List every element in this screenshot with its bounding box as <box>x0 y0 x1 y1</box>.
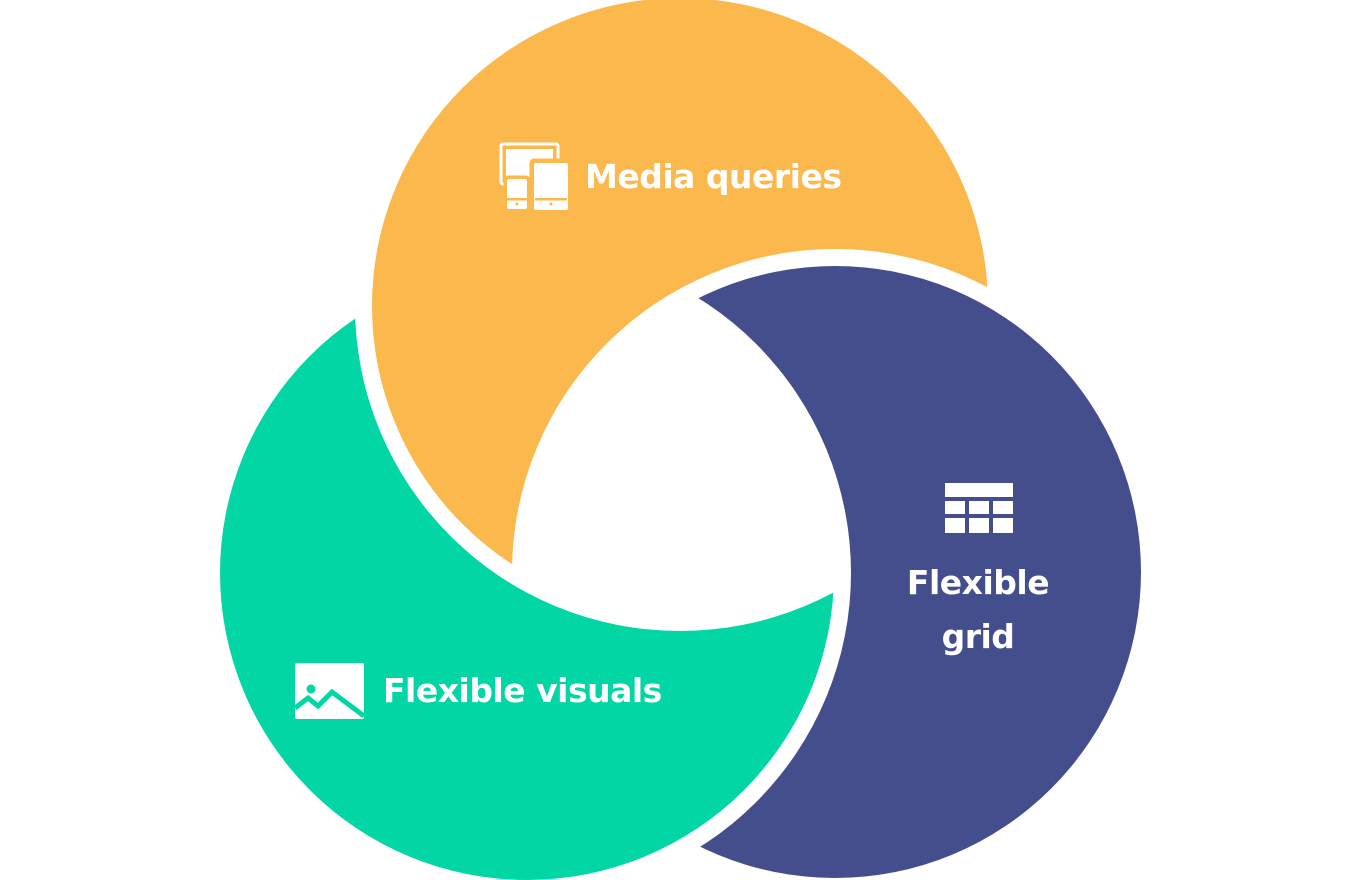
flexible-grid-label-line1: Flexible <box>907 563 1049 602</box>
devices-icon <box>499 142 573 215</box>
flexible-visuals-segment <box>220 266 834 880</box>
media-queries-label: Media queries <box>585 157 842 196</box>
flexible-grid-label-line2: grid <box>942 617 1015 656</box>
image-icon <box>293 663 366 719</box>
grid-icon <box>945 483 1013 533</box>
flexible-visuals-label: Flexible visuals <box>383 671 662 710</box>
